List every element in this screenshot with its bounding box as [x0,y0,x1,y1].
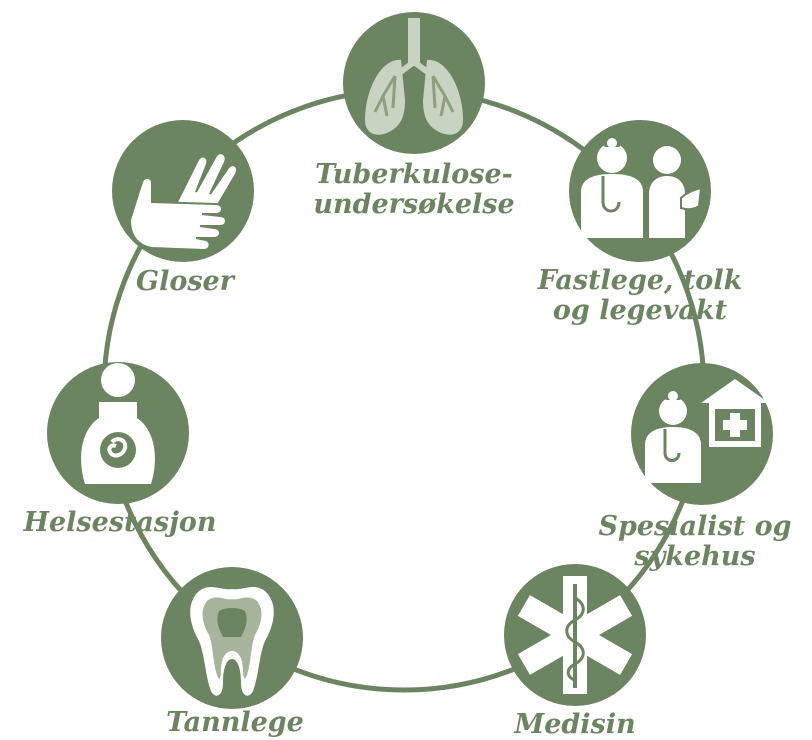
lungs-icon [365,18,463,135]
label-gloser[interactable]: Gloser [100,267,270,297]
label-gloser-line1: Gloser [136,266,234,297]
label-spesialist-line2: sykehus [634,541,756,572]
node-helsestasjon[interactable] [47,362,189,504]
label-medisin[interactable]: Medisin [490,710,660,740]
label-medisin-line1: Medisin [514,709,636,740]
doctor-hospital-icon [645,379,769,483]
label-fastlege-line1: Fastlege, tolk [537,265,743,296]
node-gloser[interactable] [112,120,254,262]
label-tannlege-line1: Tannlege [166,707,304,738]
sign-language-hands-icon [128,152,238,252]
label-helsestasjon-line1: Helsestasjon [23,507,217,538]
label-helsestasjon[interactable]: Helsestasjon [0,508,240,538]
star-of-life-icon [517,576,633,694]
node-tannlege[interactable] [161,567,303,709]
label-spesialist-line1: Spesialist og [598,511,792,542]
pregnant-woman-icon [81,363,155,484]
tooth-icon [190,586,274,696]
node-tuberkulose[interactable] [343,12,485,154]
label-tuberkulose-line2: undersøkelse [313,189,515,220]
doctor-interpreter-icon [581,138,703,238]
node-medisin[interactable] [504,564,646,706]
label-tannlege[interactable]: Tannlege [140,708,330,738]
label-tuberkulose-line1: Tuberkulose- [315,159,513,190]
label-tuberkulose[interactable]: Tuberkulose- undersøkelse [264,160,564,220]
label-fastlege[interactable]: Fastlege, tolk og legevakt [495,266,785,326]
label-fastlege-line2: og legevakt [552,295,728,326]
node-spesialist[interactable] [631,363,773,505]
label-spesialist[interactable]: Spesialist og sykehus [580,512,810,572]
node-fastlege[interactable] [569,120,711,262]
